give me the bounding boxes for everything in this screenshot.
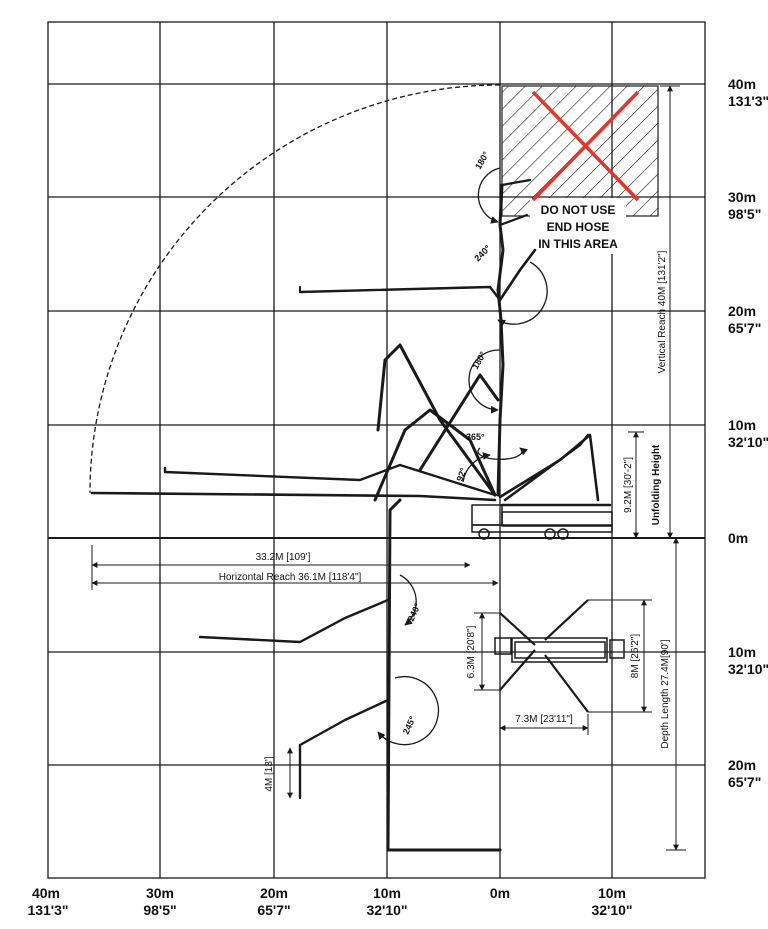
x-label-m: 10m <box>598 885 626 901</box>
boom-mid-horizontal <box>163 463 497 497</box>
unfolding-height-value: 9.2M [30'-2"] <box>623 457 634 513</box>
angle-240-low: 240° <box>406 601 423 622</box>
angle-245: 245° <box>401 714 418 735</box>
y-label-m: 40m <box>728 76 756 92</box>
dimension-lines <box>91 85 686 851</box>
dimension-texts: 33.2M [109'] Horizontal Reach 36.1M [118… <box>219 250 671 791</box>
reach-33-label: 33.2M [109'] <box>256 552 311 563</box>
outrigger-front-label: 6.3M [20'8"] <box>466 625 477 678</box>
depth-length-label: Depth Length 27.4M[90'] <box>660 639 671 748</box>
y-label-ft: 131'3" <box>728 93 768 109</box>
angle-365: 365° <box>466 432 485 442</box>
rotation-arcs <box>377 167 548 746</box>
x-label-m: 20m <box>260 885 288 901</box>
warning-line-1: DO NOT USE <box>541 203 616 217</box>
unfolding-height-label: Unfolding Height <box>651 444 662 525</box>
boom-below-grade <box>198 498 502 852</box>
x-label-ft: 131'3" <box>27 902 68 918</box>
x-label-m: 40m <box>32 885 60 901</box>
no-hose-zone: DO NOT USE END HOSE IN THIS AREA <box>501 85 659 254</box>
warning-line-3: IN THIS AREA <box>538 237 618 251</box>
reach-envelope-arc <box>89 84 501 494</box>
x-label-ft: 32'10" <box>366 902 407 918</box>
y-label-m: 0m <box>728 530 748 546</box>
y-label-m: 10m <box>728 417 756 433</box>
vertical-reach-label: Vertical Reach 40M [131'2"] <box>657 250 668 373</box>
boom-vertical <box>496 178 532 497</box>
outrigger-width-label: 7.3M [23'11"] <box>515 714 573 725</box>
x-axis-labels: 40m 131'3" 30m 98'5" 20m 65'7" 10m 32'10… <box>27 885 632 918</box>
truck <box>471 504 613 540</box>
x-label-m: 10m <box>373 885 401 901</box>
outrigger-rear-label: 8M [26'2"] <box>630 634 641 679</box>
x-label-ft: 32'10" <box>591 902 632 918</box>
hose-length-label: 4M [13'] <box>264 756 275 791</box>
angle-92: 92° <box>454 466 468 483</box>
y-axis-labels: 40m 131'3" 30m 98'5" 20m 65'7" 10m 32'10… <box>728 76 768 790</box>
boom-configurations <box>90 178 613 852</box>
warning-line-2: END HOSE <box>547 220 610 234</box>
boom-stowed <box>498 433 612 507</box>
y-label-m: 20m <box>728 757 756 773</box>
boom-folded <box>373 343 500 502</box>
y-label-ft: 32'10" <box>728 661 768 677</box>
angle-180-top: 180° <box>473 150 491 171</box>
y-label-ft: 32'10" <box>728 434 768 450</box>
y-label-ft: 98'5" <box>728 206 761 222</box>
x-label-m: 30m <box>146 885 174 901</box>
x-label-m: 0m <box>490 885 510 901</box>
x-label-ft: 98'5" <box>143 902 176 918</box>
angle-labels: 180° 240° 180° 365° 92° 240° 245° <box>401 150 493 736</box>
y-label-m: 30m <box>728 189 756 205</box>
x-label-ft: 65'7" <box>257 902 290 918</box>
grid-frame <box>47 21 706 879</box>
y-label-ft: 65'7" <box>728 774 761 790</box>
y-label-m: 10m <box>728 644 756 660</box>
horizontal-reach-label: Horizontal Reach 36.1M [118'4"] <box>219 572 362 583</box>
boom-extended <box>90 491 497 502</box>
outrigger-plan: 6.3M [20'8"] 8M [26'2"] 7.3M [23'11"] <box>466 599 652 735</box>
boom-high-horizontal <box>298 248 537 302</box>
y-label-m: 20m <box>728 303 756 319</box>
y-label-ft: 65'7" <box>728 320 761 336</box>
angle-240-top: 240° <box>472 243 493 264</box>
